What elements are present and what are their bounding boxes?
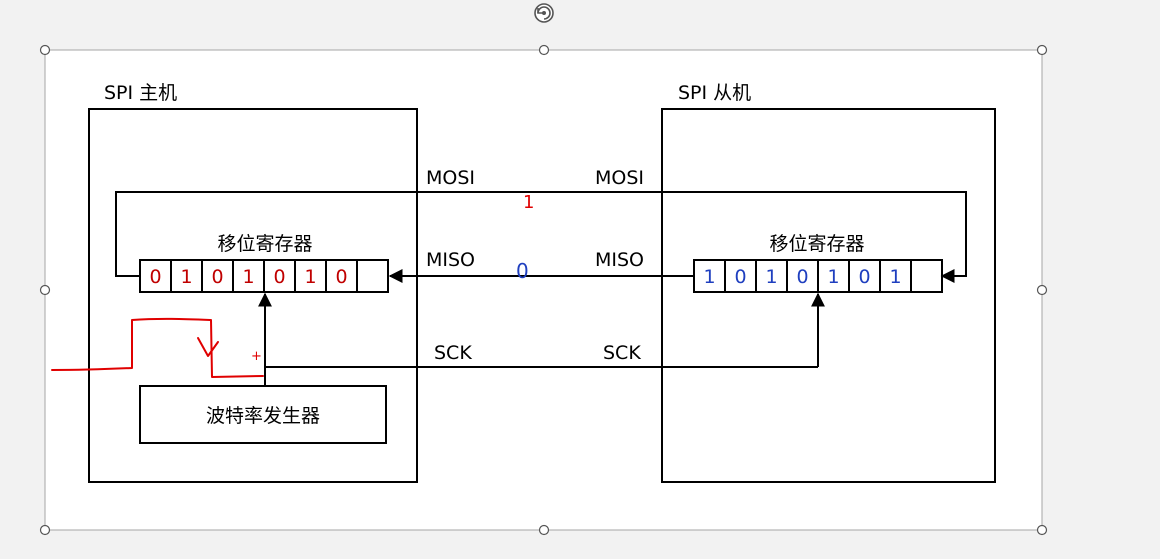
- mosi-bit-annotation: 1: [523, 192, 534, 213]
- master-register-bit: 0: [335, 266, 347, 288]
- slave-register-label: 移位寄存器: [769, 233, 864, 255]
- resize-handle-top-left: [39, 44, 51, 56]
- slave-register-cell: [817, 259, 850, 293]
- slave-register-bit: 1: [827, 266, 839, 288]
- slave-register-bit: 0: [796, 266, 808, 288]
- master-register-bit: 1: [304, 266, 316, 288]
- miso-label-master: MISO: [426, 249, 475, 271]
- slave-register-cell: [786, 259, 819, 293]
- master-box: [88, 108, 418, 483]
- slave-register-bit: 0: [734, 266, 746, 288]
- master-register-label: 移位寄存器: [217, 233, 312, 255]
- mosi-label-master: MOSI: [426, 167, 475, 189]
- slave-register-cell: [879, 259, 912, 293]
- master-register-cell: [325, 259, 358, 293]
- miso-bit-annotation: 0: [516, 259, 529, 283]
- resize-handle-top-right: [1036, 44, 1048, 56]
- baud-rate-generator-box: [139, 385, 387, 444]
- master-register-cell: [170, 259, 203, 293]
- rotate-handle-icon[interactable]: [534, 3, 554, 23]
- resize-handle-top-center: [538, 44, 550, 56]
- clock-waveform-sketch: [51, 317, 264, 378]
- resize-handle-bottom-right: [1036, 524, 1048, 536]
- mosi-line: [115, 191, 967, 283]
- slave-register-cell: [755, 259, 788, 293]
- mosi-label-slave: MOSI: [595, 167, 644, 189]
- resize-handle-bottom-center: [538, 524, 550, 536]
- slave-register-bit: 1: [703, 266, 715, 288]
- falling-edge-arrow-sketch: [197, 337, 219, 357]
- sck-label-slave: SCK: [603, 342, 641, 364]
- slave-register-cell: [693, 259, 726, 293]
- master-register-cell: [356, 259, 389, 293]
- slave-register-bit: 0: [858, 266, 870, 288]
- resize-handle-bottom-left: [39, 524, 51, 536]
- slave-register-bit: 1: [889, 266, 901, 288]
- resize-handle-middle-right: [1036, 284, 1048, 296]
- master-register-cell: [201, 259, 234, 293]
- selection-handles[interactable]: [39, 44, 1048, 536]
- master-title: SPI 主机: [104, 82, 177, 104]
- slave-box: [661, 108, 996, 483]
- sck-label-master: SCK: [434, 342, 472, 364]
- miso-label-slave: MISO: [595, 249, 644, 271]
- master-register-bit: 0: [211, 266, 223, 288]
- master-register-bit: 1: [180, 266, 192, 288]
- slave-title: SPI 从机: [678, 82, 751, 104]
- master-register-cell: [263, 259, 296, 293]
- slave-register-cell: [848, 259, 881, 293]
- master-register-bit: 1: [242, 266, 254, 288]
- baud-rate-generator-label: 波特率发生器: [206, 405, 320, 427]
- master-register-cell: [294, 259, 327, 293]
- master-register-bit: 0: [149, 266, 161, 288]
- edge-mark-annotation: +: [251, 349, 262, 364]
- slave-register-cell: [910, 259, 943, 293]
- resize-handle-middle-left: [39, 284, 51, 296]
- slave-register-bit: 1: [765, 266, 777, 288]
- master-register-bit: 0: [273, 266, 285, 288]
